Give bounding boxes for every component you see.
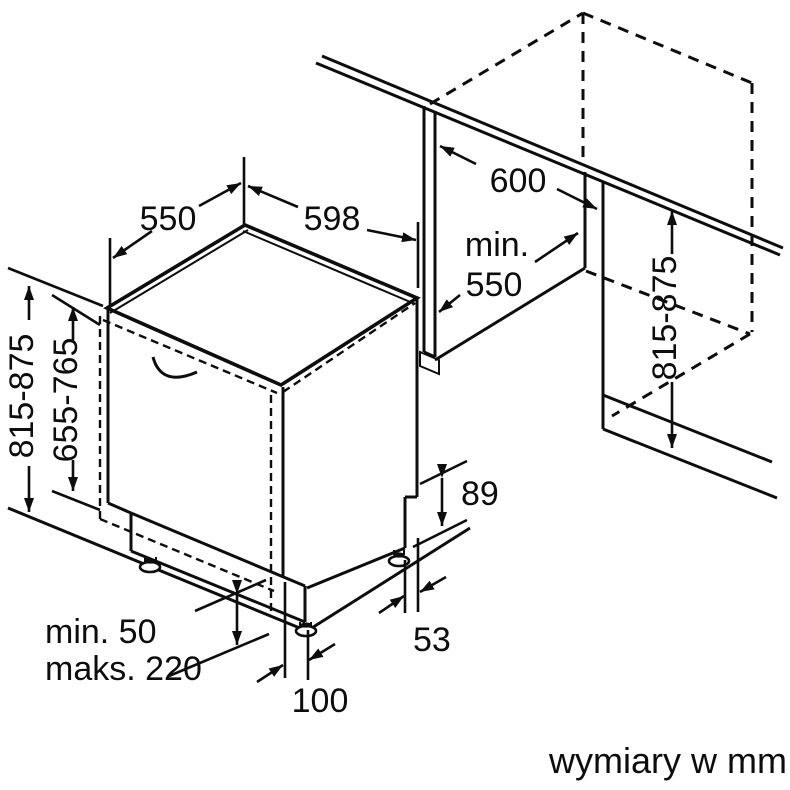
dim-front-foot-offset-label: 100 <box>292 682 349 720</box>
front-right-foot <box>294 622 318 638</box>
dim-front-foot-offset: 100 <box>256 582 349 720</box>
niche-left-side-panel <box>419 106 586 376</box>
cabinet-niche-dashed-outline <box>429 11 754 418</box>
dishwasher-top-face <box>103 222 421 388</box>
dishwasher-body <box>98 222 421 638</box>
niche-right-wall <box>583 172 778 500</box>
dim-door-panel-height-label: 655-765 <box>47 338 85 463</box>
dim-plinth-max-label: maks. 220 <box>45 650 202 688</box>
dim-plinth-min-label: min. 50 <box>45 613 157 651</box>
units-note: wymiary w mm <box>548 740 787 781</box>
dim-rear-clearance: 89 <box>412 459 499 549</box>
dim-door-panel-height: 655-765 <box>47 293 101 512</box>
dim-niche-depth: min. 550 <box>438 226 579 314</box>
dim-rear-clearance-label: 89 <box>461 475 499 513</box>
worktop <box>315 54 784 257</box>
furniture-door-dashed-outline <box>98 302 416 614</box>
dim-appliance-width: 598 <box>247 184 420 288</box>
dim-top-depth: 550 <box>108 157 246 306</box>
dim-plinth-range: min. 50 maks. 220 <box>45 578 270 688</box>
dim-niche-height: 815-875 <box>646 211 684 448</box>
dim-niche-height-label: 815-875 <box>646 256 684 381</box>
door-handle-icon <box>151 356 198 379</box>
dim-appliance-width-label: 598 <box>304 200 361 238</box>
dim-niche-width-label: 600 <box>490 162 547 200</box>
dim-appliance-height: 815-875 <box>3 266 104 512</box>
dim-rear-foot-offset: 53 <box>378 538 451 659</box>
dim-appliance-height-label: 815-875 <box>3 334 41 459</box>
dim-niche-width: 600 <box>439 144 598 211</box>
dim-niche-depth-value: 550 <box>466 266 523 304</box>
front-left-foot <box>138 557 162 574</box>
dim-rear-foot-offset-label: 53 <box>413 621 451 659</box>
dim-top-depth-label: 550 <box>140 200 197 238</box>
dim-niche-depth-prefix: min. <box>465 226 529 264</box>
